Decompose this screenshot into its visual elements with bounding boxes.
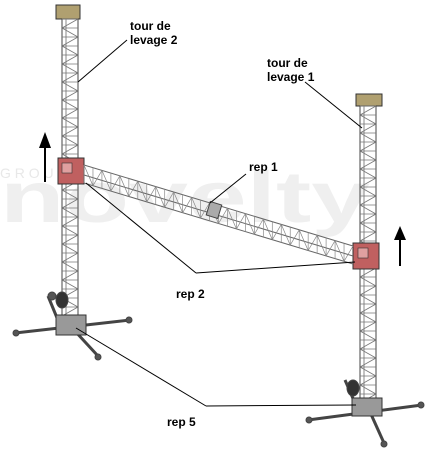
label-rep5: rep 5 <box>167 415 196 429</box>
leader-rep5-left <box>75 327 207 407</box>
label-rep2: rep 2 <box>176 287 205 301</box>
left-tower-base <box>12 291 133 361</box>
up-arrow-left <box>39 132 51 182</box>
watermark-logo: G R O U P novelty <box>0 158 370 238</box>
leader-rep1 <box>209 173 247 204</box>
leader-lines <box>75 39 363 407</box>
truss-center-joint <box>205 200 223 220</box>
leader-tower2 <box>77 39 128 83</box>
leader-tower1 <box>304 81 363 129</box>
horizontal-truss <box>83 164 354 265</box>
right-tower <box>305 93 425 448</box>
label-tower1: tour de levage 1 <box>267 56 315 84</box>
right-tower-lattice <box>359 105 377 404</box>
watermark-main-text: novelty <box>0 158 370 238</box>
left-tower <box>12 4 133 361</box>
label-rep1: rep 1 <box>249 160 278 174</box>
up-arrow-right <box>394 226 406 266</box>
left-tower-top-cap <box>55 4 81 20</box>
leader-rep5-right <box>205 404 357 407</box>
watermark-group-text: G R O U P <box>0 165 67 181</box>
right-tower-top-cap <box>355 93 383 107</box>
leader-rep2-right <box>195 261 356 274</box>
right-tower-base <box>305 379 425 448</box>
truss-lattice <box>83 164 354 262</box>
leader-rep2-left <box>85 182 197 274</box>
label-tower2: tour de levage 2 <box>130 19 178 47</box>
